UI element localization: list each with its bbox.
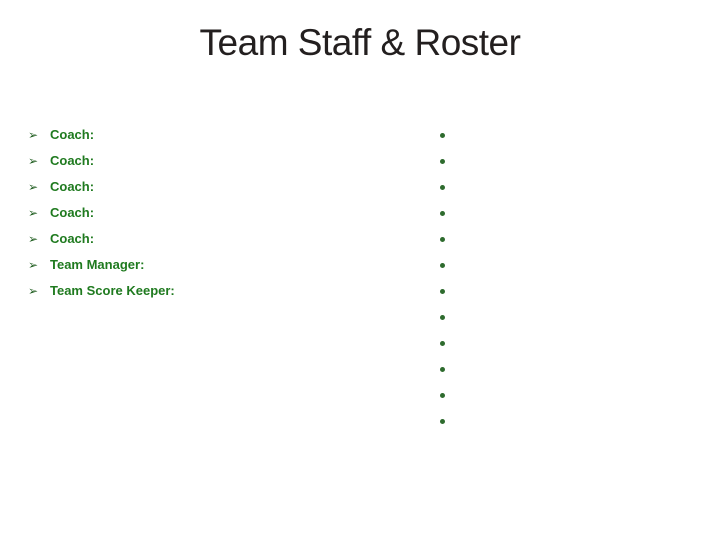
dot-bullet-icon [440,262,445,268]
roster-list-item [440,200,455,226]
dot-bullet-icon [440,340,445,346]
staff-item-label: Coach: [50,127,95,142]
arrow-bullet-icon: ➢ [28,128,39,142]
arrow-bullet-icon: ➢ [28,206,39,220]
dot-bullet-icon [440,314,445,320]
roster-bullet-list [440,122,455,434]
staff-list-item: ➢ Coach: [28,148,175,174]
roster-list-item [440,356,455,382]
dot-bullet-icon [440,184,445,190]
dot-bullet-icon [440,418,445,424]
dot-bullet-icon [440,132,445,138]
roster-list-item [440,382,455,408]
roster-list-item [440,330,455,356]
staff-list-item: ➢ Team Manager: [28,252,175,278]
dot-bullet-icon [440,158,445,164]
roster-list-item [440,148,455,174]
staff-list-item: ➢ Coach: [28,174,175,200]
staff-list-item: ➢ Coach: [28,226,175,252]
slide-title: Team Staff & Roster [199,22,521,63]
staff-list-item: ➢ Coach: [28,200,175,226]
dot-bullet-icon [440,392,445,398]
staff-list-item: ➢ Team Score Keeper: [28,278,175,304]
roster-list-item [440,408,455,434]
dot-bullet-icon [440,210,445,216]
arrow-bullet-icon: ➢ [28,154,39,168]
roster-list-item [440,226,455,252]
staff-item-label: Coach: [50,231,95,246]
arrow-bullet-icon: ➢ [28,180,39,194]
staff-item-label: Team Score Keeper: [50,283,175,298]
roster-list-item [440,278,455,304]
arrow-bullet-icon: ➢ [28,258,39,272]
staff-item-label: Coach: [50,153,95,168]
roster-list-item [440,304,455,330]
arrow-bullet-icon: ➢ [28,284,39,298]
dot-bullet-icon [440,236,445,242]
staff-list-item: ➢ Coach: [28,122,175,148]
roster-list-item [440,174,455,200]
arrow-bullet-icon: ➢ [28,232,39,246]
staff-item-label: Coach: [50,179,95,194]
dot-bullet-icon [440,366,445,372]
staff-item-label: Team Manager: [50,257,145,272]
roster-list-item [440,252,455,278]
staff-list: ➢ Coach: ➢ Coach: ➢ Coach: ➢ Coach: ➢ Co… [28,122,175,304]
roster-list-item [440,122,455,148]
dot-bullet-icon [440,288,445,294]
staff-item-label: Coach: [50,205,95,220]
